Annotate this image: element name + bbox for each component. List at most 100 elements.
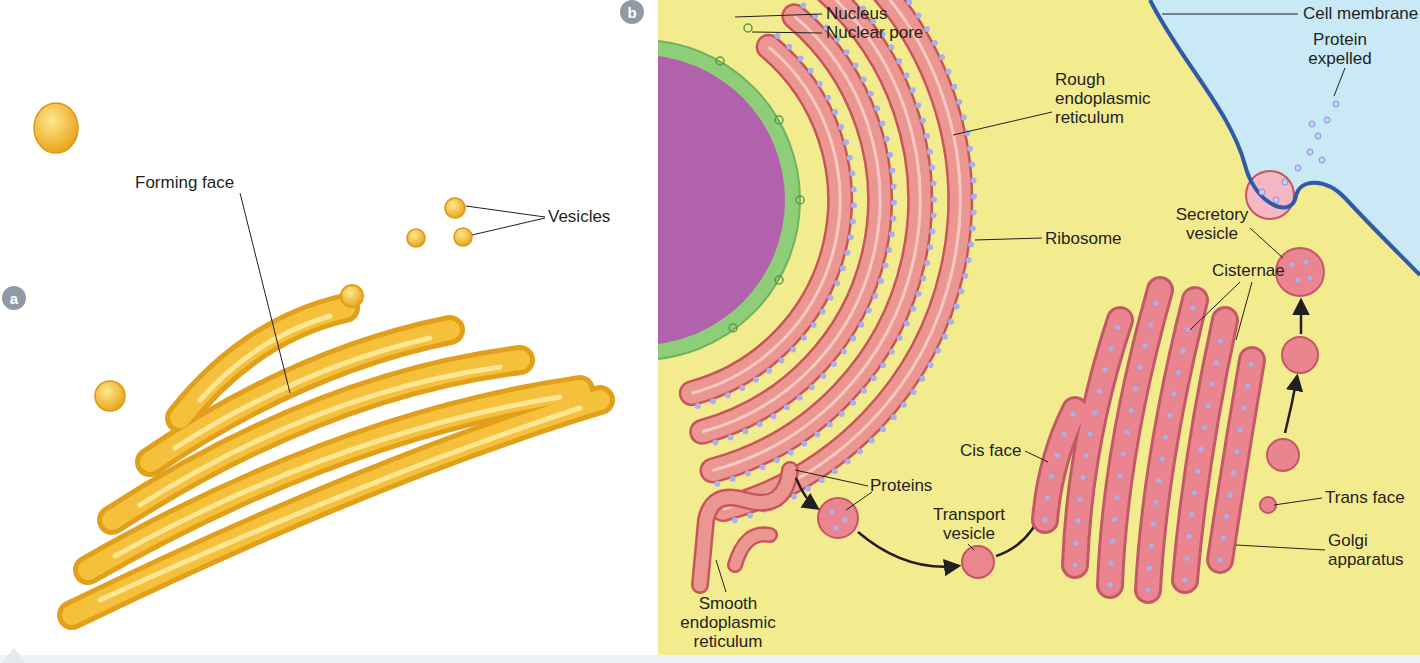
er-highlight — [692, 47, 840, 393]
smooth-er-tube — [735, 534, 770, 565]
flow-arrow — [796, 478, 817, 508]
part-label: Cis face — [960, 441, 1021, 460]
nuclear-envelope — [658, 40, 800, 360]
ribosome-row — [706, 5, 894, 445]
protein-row — [1148, 300, 1195, 590]
protein-dot — [1319, 157, 1325, 163]
part-label: Smooth endoplasmic reticulum — [678, 594, 778, 651]
rough-er-outline — [692, 0, 960, 509]
vesicle — [407, 229, 425, 247]
badge-circle — [620, 0, 644, 24]
leader-line — [968, 544, 974, 550]
golgi-proteins — [1045, 290, 1252, 590]
leader-line — [472, 218, 545, 235]
rough-er-highlight — [692, 0, 960, 509]
cell-membrane — [1150, 0, 1420, 275]
part-label: Secretory vesicle — [1168, 205, 1256, 243]
protein-dot — [1290, 263, 1295, 268]
vesicle — [454, 228, 472, 246]
golgi-schematic — [34, 103, 600, 615]
golgi-cisterna — [1220, 360, 1252, 560]
panel-letter: b — [620, 0, 644, 24]
part-label: Forming face — [135, 173, 234, 192]
golgi-vesicle — [1267, 439, 1299, 471]
leader-line — [975, 238, 1042, 240]
cisterna-highlight — [140, 367, 500, 505]
leader-line — [716, 560, 726, 592]
part-label: Nuclear pore — [826, 23, 923, 42]
protein-row — [1220, 360, 1252, 560]
protein-dot — [1333, 101, 1339, 107]
leader-line — [1250, 228, 1283, 258]
leader-line — [1334, 68, 1345, 96]
protein-dot — [1308, 276, 1313, 281]
protein-dot — [1309, 121, 1315, 127]
bottom-strip — [0, 655, 1420, 663]
ribosome-row — [695, 36, 854, 407]
fusing-vesicle — [1246, 171, 1294, 219]
part-label: Golgi apparatus — [1328, 531, 1414, 569]
part-label: Vesicles — [548, 207, 610, 226]
protein-dot — [1296, 278, 1301, 283]
flow-arrow — [1285, 377, 1297, 433]
smooth-er-tube — [700, 470, 790, 585]
protein-dot — [834, 526, 839, 531]
leader-line — [846, 492, 872, 510]
protein-row — [1185, 320, 1225, 580]
panel-badge: b — [620, 0, 644, 24]
protein-dot — [1273, 197, 1279, 203]
leader-lines — [240, 14, 1345, 592]
ribosome-row — [727, 0, 975, 523]
cytoplasm-background — [658, 0, 1420, 655]
nuclear-pore — [796, 196, 804, 204]
ribosomes — [695, 0, 974, 523]
nucleus — [658, 55, 785, 345]
er-cisterna — [692, 47, 840, 393]
leader-line — [735, 14, 822, 17]
golgi-bud — [1260, 497, 1276, 513]
cisterna-highlight — [100, 316, 580, 600]
cisterna — [150, 330, 450, 462]
part-label: Transport vesicle — [925, 505, 1013, 543]
smooth-er-tube — [700, 470, 790, 585]
protein-row — [1045, 410, 1075, 520]
golgi-cisterna — [1220, 360, 1252, 560]
rough-er-fill — [692, 0, 960, 509]
part-label: Ribosome — [1045, 229, 1122, 248]
protein-row — [1110, 290, 1160, 585]
part-label: Cell membrane — [1303, 4, 1418, 23]
smooth-er-tube — [735, 534, 770, 565]
nuclear-pore — [716, 57, 724, 65]
flow-arrow — [858, 532, 958, 567]
nuclear-pore — [744, 24, 752, 32]
panel-letter: a — [2, 286, 26, 310]
protein-dot — [843, 518, 848, 523]
leader-line — [240, 193, 290, 393]
er-highlight — [723, 0, 960, 509]
ribosome-row — [716, 0, 934, 484]
corner-mark — [2, 648, 26, 663]
leader-line — [752, 32, 822, 33]
leader-line — [1190, 282, 1240, 330]
leader-line — [1274, 498, 1322, 505]
vesicle — [445, 198, 465, 218]
leader-line — [1162, 14, 1298, 15]
golgi-outline — [1045, 290, 1252, 590]
protein-dot — [1307, 149, 1313, 155]
golgi-fill — [1045, 290, 1252, 590]
protein-dot — [1259, 189, 1265, 195]
protein-dot — [1324, 117, 1330, 123]
transport-vesicle — [962, 546, 994, 578]
protein-dot — [1315, 133, 1321, 139]
cisterna-fill — [72, 308, 600, 615]
leader-line — [466, 206, 545, 217]
extracellular-space — [1150, 0, 1420, 275]
protein-dot — [830, 510, 835, 515]
protein-row — [1075, 320, 1120, 565]
protein-dot — [1304, 260, 1309, 265]
leader-line — [795, 470, 868, 486]
part-label: Trans face — [1325, 488, 1405, 507]
flow-arrow — [1300, 301, 1303, 334]
